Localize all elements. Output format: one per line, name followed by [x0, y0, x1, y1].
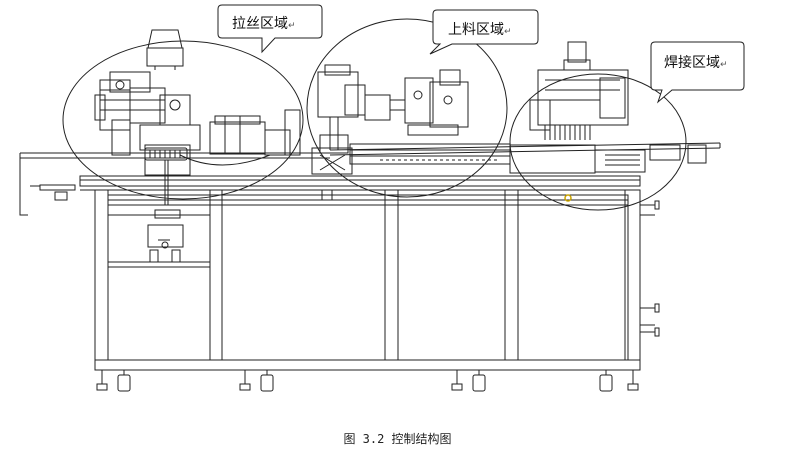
right-side-fittings — [627, 200, 660, 340]
foot-assemblies — [96, 370, 639, 392]
welding-label: 焊接区域 — [664, 55, 720, 71]
return-mark: ↵ — [720, 60, 728, 70]
callout-label-loading: 上料区域↵ — [448, 19, 512, 39]
welding-unit — [509, 41, 707, 174]
callout-label-welding: 焊接区域↵ — [664, 52, 728, 72]
rail-block — [321, 189, 333, 201]
callout-label-wire-drawing: 拉丝区域↵ — [232, 13, 296, 33]
machine-frame — [94, 189, 641, 371]
callout-bubble-welding — [650, 41, 745, 104]
loading-zone-outline — [306, 18, 508, 198]
left-feed-bracket — [19, 158, 76, 216]
table-top — [79, 175, 641, 191]
return-mark: ↵ — [504, 27, 512, 37]
loading-unit — [311, 64, 511, 175]
loading-label: 上料区域 — [448, 22, 504, 38]
wire-drawing-zone-outline — [62, 40, 304, 200]
welding-zone-outline — [509, 73, 687, 211]
return-mark: ↵ — [288, 21, 296, 31]
callout-bubble-loading — [429, 9, 539, 55]
callout-bubble-wire-drawing — [217, 4, 323, 54]
wire-drawing-unit — [94, 29, 301, 263]
figure-caption: 图 3.2 控制结构图 — [343, 432, 452, 446]
position-marker — [564, 194, 572, 202]
wire-drawing-label: 拉丝区域 — [232, 16, 288, 32]
